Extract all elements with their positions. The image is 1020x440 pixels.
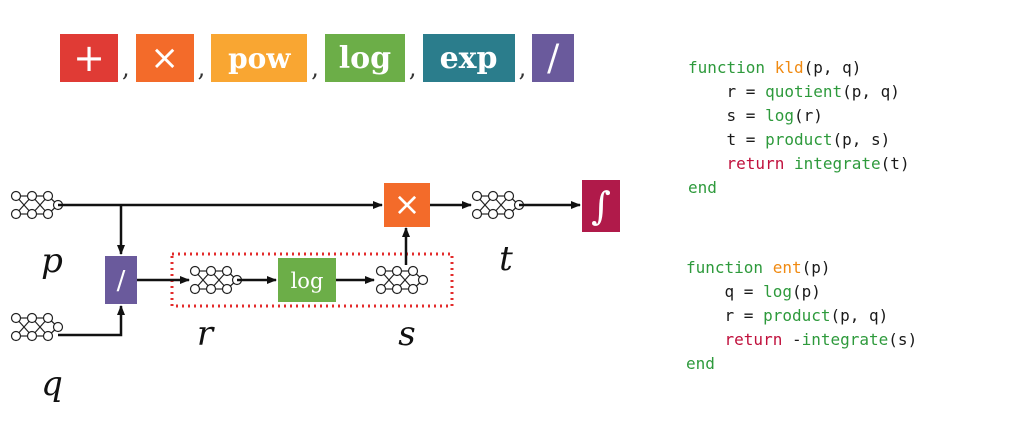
log-label: log [291, 269, 324, 293]
label-s: s [398, 314, 415, 354]
exp-operator: exp [422, 34, 515, 82]
code-token: integrate [801, 330, 889, 349]
code-token: (p) [801, 258, 831, 277]
separator: , [408, 54, 417, 82]
log-operator: log [324, 34, 405, 82]
label-r: r [197, 314, 215, 354]
code-token [765, 58, 775, 77]
code-token: function [686, 258, 764, 277]
code-token: (p, q) [803, 58, 862, 77]
label-t: t [499, 239, 513, 279]
code-token: product [763, 306, 831, 325]
code-token: log [765, 106, 794, 125]
code-token: integrate [793, 154, 881, 173]
code-line: end [686, 352, 917, 376]
code-token: (t) [880, 154, 910, 173]
code-line: function kld(p, q) [688, 56, 910, 80]
divide-operator: / [532, 34, 575, 82]
plus-icon: + [73, 36, 105, 80]
pow-operator: pow [211, 34, 308, 82]
separator: , [122, 54, 130, 82]
code-line: end [688, 176, 910, 200]
add-operator: + [60, 34, 118, 82]
code-token: function [688, 58, 766, 77]
multiply-operator: × [135, 34, 194, 82]
code-token: return [724, 330, 783, 349]
computation-graph: / log × ∫ p q r s t [10, 180, 620, 404]
divide-node: / [105, 256, 137, 304]
code-token [784, 154, 794, 173]
divide-icon: / [117, 266, 126, 296]
log-node: log [278, 258, 336, 302]
code-line: return -integrate(s) [686, 328, 918, 352]
code-token: log [763, 282, 792, 301]
times-icon: × [394, 185, 421, 223]
exp-label: exp [439, 40, 498, 76]
times-icon: × [150, 38, 179, 78]
code-token: (p, q) [842, 82, 900, 101]
code-token: product [765, 130, 833, 149]
code-token: - [782, 330, 802, 349]
code-token: (s) [888, 330, 918, 349]
code-token: (p, q) [830, 306, 889, 325]
code-token: kld [774, 58, 804, 77]
network-p-icon [10, 190, 64, 220]
operator-palette: + , × , pow , log , exp , / [60, 30, 575, 82]
code-token: (p) [791, 282, 821, 301]
code-line: t = product(p, s) [688, 128, 910, 152]
separator: , [518, 54, 527, 82]
network-s-icon [375, 265, 429, 295]
network-t-icon [471, 190, 525, 220]
code-line: s = log(r) [688, 104, 910, 128]
code-kld: function kld(p, q) r = quotient(p, q) s … [688, 56, 910, 200]
code-token [688, 154, 727, 173]
edge-q-to-div [58, 305, 125, 337]
code-line: return integrate(t) [688, 152, 910, 176]
integral-node: ∫ [582, 180, 620, 232]
code-token: q = [686, 282, 764, 301]
separator: , [197, 54, 206, 82]
code-token: ent [772, 258, 802, 277]
divide-icon: / [547, 37, 560, 79]
code-line: r = product(p, q) [686, 304, 917, 328]
integral-icon: ∫ [591, 184, 611, 228]
code-token: t = [688, 130, 766, 149]
code-line: function ent(p) [686, 256, 917, 280]
network-q-icon [10, 312, 64, 342]
multiply-node: × [384, 183, 430, 227]
code-line: q = log(p) [686, 280, 917, 304]
log-label: log [338, 40, 392, 76]
label-p: p [41, 241, 63, 281]
network-r-icon [189, 265, 243, 295]
code-token: return [726, 154, 785, 173]
code-token: r = [686, 306, 764, 325]
code-token: end [686, 354, 715, 373]
separator: , [311, 54, 319, 82]
code-line: r = quotient(p, q) [688, 80, 910, 104]
code-token: quotient [765, 82, 843, 101]
pow-label: pow [228, 41, 291, 75]
code-token [686, 330, 725, 349]
code-token: r = [688, 82, 766, 101]
code-token: end [688, 178, 717, 197]
code-token: s = [688, 106, 766, 125]
code-token: (r) [793, 106, 823, 125]
label-q: q [41, 364, 63, 404]
code-token [763, 258, 773, 277]
code-ent: function ent(p) q = log(p) r = product(p… [686, 256, 917, 376]
code-token: (p, s) [832, 130, 891, 149]
